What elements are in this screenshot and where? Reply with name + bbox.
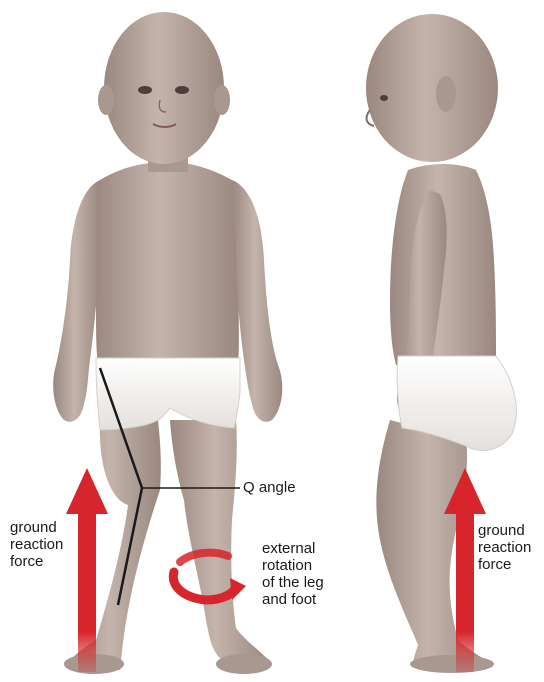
front-left-arm bbox=[53, 180, 100, 422]
ground-reaction-force-label-left: ground reaction force bbox=[10, 519, 63, 570]
front-left-ear bbox=[98, 85, 114, 115]
q-angle-label: Q angle bbox=[243, 479, 296, 496]
front-torso bbox=[94, 162, 239, 365]
external-rotation-label: external rotation of the leg and foot bbox=[262, 540, 324, 608]
front-right-foot bbox=[216, 654, 272, 674]
front-right-eye bbox=[175, 86, 189, 94]
ground-reaction-force-label-right: ground reaction force bbox=[478, 522, 531, 573]
side-eye bbox=[380, 95, 388, 101]
side-ear bbox=[436, 76, 456, 112]
side-head bbox=[366, 14, 498, 162]
front-left-eye bbox=[138, 86, 152, 94]
side-view-child bbox=[366, 14, 516, 673]
front-right-leg bbox=[170, 420, 270, 667]
front-right-ear bbox=[214, 85, 230, 115]
side-foot bbox=[410, 655, 494, 673]
front-head bbox=[104, 12, 224, 164]
